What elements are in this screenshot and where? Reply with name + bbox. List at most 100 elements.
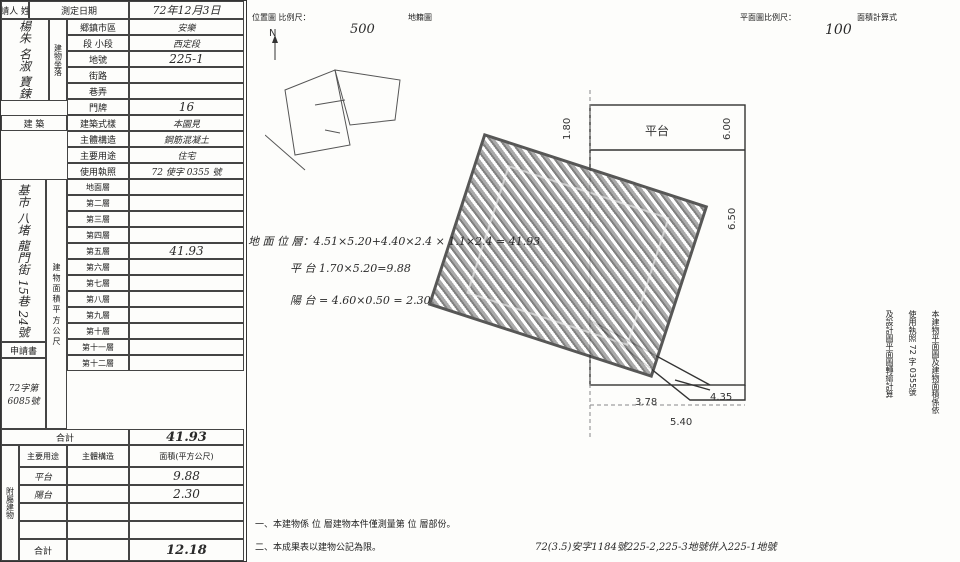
plan-area: 位置圖 比例尺： 500 地籍圖 平面圖比例尺： 100 面積計算式 N [245,0,960,560]
floor-label: 第二層 [67,195,129,211]
date-label: 測定日期 [29,1,129,19]
attached-total-label: 合計 [19,539,67,561]
floor-area [129,291,244,307]
attached-row-structure [67,467,129,485]
svg-text:4.35: 4.35 [710,392,732,403]
site-scale-label: 位置圖 比例尺： [252,13,311,22]
total-value: 41.93 [129,429,244,445]
floor-label: 第八層 [67,291,129,307]
attached-total-value: 12.18 [129,539,244,561]
structure-value: 本園見 [129,115,244,131]
right-note-col2: 使用執照 72 字 0355號 [908,310,917,397]
permit-label: 使用執照 [67,163,129,179]
site-scale-ref: 地籍圖 [408,13,432,22]
structure-label: 建築式樣 [67,115,129,131]
handwritten-names: 楊朱 名淑 寶鍊 [1,19,49,101]
floor-area [129,339,244,355]
floor-area [129,323,244,339]
area-vertical-label: 建 物 面 積 平 方 公 尺 [46,179,67,429]
floor-area [129,259,244,275]
floor-label: 第六層 [67,259,129,275]
structure-group: 建 築 [1,115,67,131]
floor-area [129,179,244,195]
attached-empty-row [67,503,129,521]
use-value: 住宅 [129,147,244,163]
note-2: 二、本成果表以建物公記為限。 [255,543,382,553]
door-value: 16 [129,99,244,115]
section-value: 西定段 [129,35,244,51]
handwritten-merge-note: 72(3.5)安字1184號225-2,225-3地號併入225-1地號 [535,542,777,553]
date-value: 72年12月3日 [129,1,244,19]
attached-header-use: 主要用途 [19,445,67,467]
floor-label: 第九層 [67,307,129,323]
floor-label: 第五層 [67,243,129,259]
svg-text:3.78: 3.78 [635,397,657,408]
floor-label: 第十一層 [67,339,129,355]
floor-label: 地面層 [67,179,129,195]
floor-area [129,211,244,227]
platform-label: 平台 [645,123,669,138]
site-map [265,35,401,171]
material-value: 鋼筋混凝土 [129,131,244,147]
lot-value: 225-1 [129,51,244,67]
lane-value [129,83,244,99]
floor-label: 第十二層 [67,355,129,371]
attached-row-use: 平台 [19,467,67,485]
applicant-label: 申請人 姓名 [1,1,29,19]
permit-value: 72 使字 0355 號 [129,163,244,179]
floor-area [129,195,244,211]
attached-total-structure [67,539,129,561]
plan-scale-label: 平面圖比例尺： [740,13,796,22]
attached-empty-row [19,521,67,539]
address-label: 建物坐落 [49,19,67,101]
floor-area [129,355,244,371]
use-label: 主要用途 [67,147,129,163]
area-calc-ground: 地 面 位 層：4.51×5.20+4.40×2.4 × 1.1×2.4 = 4… [248,235,541,248]
area-calc-balcony: 陽 台 = 4.60×0.50 = 2.30 [290,294,431,307]
street-label: 街路 [67,67,129,83]
plan-scale-value: 100 [825,22,852,38]
floor-label: 第七層 [67,275,129,291]
attached-row-area: 9.88 [129,467,244,485]
lot-label: 地號 [67,51,129,67]
attached-empty-row [129,521,244,539]
attached-row-use: 陽台 [19,485,67,503]
attached-row-structure [67,485,129,503]
floor-label: 第三層 [67,211,129,227]
svg-text:6.00: 6.00 [722,118,733,140]
floor-area [129,227,244,243]
attached-header-area: 面積(平方公尺) [129,445,244,467]
floor-area [129,275,244,291]
floor-area [129,307,244,323]
north-marker: N [269,28,277,39]
material-label: 主體構造 [67,131,129,147]
attached-header-structure: 主體構造 [67,445,129,467]
attached-empty-row [129,503,244,521]
application-no-label: 申請書 [1,342,46,358]
street-value [129,67,244,83]
svg-text:1.80: 1.80 [562,118,573,140]
location-value: 安樂 [129,19,244,35]
attached-empty-row [67,521,129,539]
note-1: 一、本建物係 位 層建物本件僅測量第 位 層部份。 [255,520,456,530]
location-label: 郷鎮市區 [67,19,129,35]
building-survey-form: 申請人 姓名 測定日期 72年12月3日 楊朱 名淑 寶鍊 建物坐落 郷鎮市區 … [0,0,247,562]
total-label: 合計 [1,429,129,445]
section-label: 段 小段 [67,35,129,51]
attached-title: 附屬建物 [1,445,19,561]
plan-scale-ref: 面積計算式 [857,13,897,22]
floor-label: 第四層 [67,227,129,243]
floor-area: 41.93 [129,243,244,259]
svg-text:6.50: 6.50 [727,208,738,230]
site-scale-value: 500 [350,22,375,37]
lane-label: 巷弄 [67,83,129,99]
application-no: 72字第6085號 [1,358,46,429]
attached-empty-row [19,503,67,521]
right-note-col3: 及設計圖平面圖轉繪計算 [885,310,894,398]
door-label: 門牌 [67,99,129,115]
right-note-col1: 本建物平面圖及建物面積係依 [931,310,940,414]
svg-text:5.40: 5.40 [670,417,692,428]
attached-row-area: 2.30 [129,485,244,503]
handwritten-address: 基市 八堵 龍門街 15巷 24號 [1,179,46,342]
